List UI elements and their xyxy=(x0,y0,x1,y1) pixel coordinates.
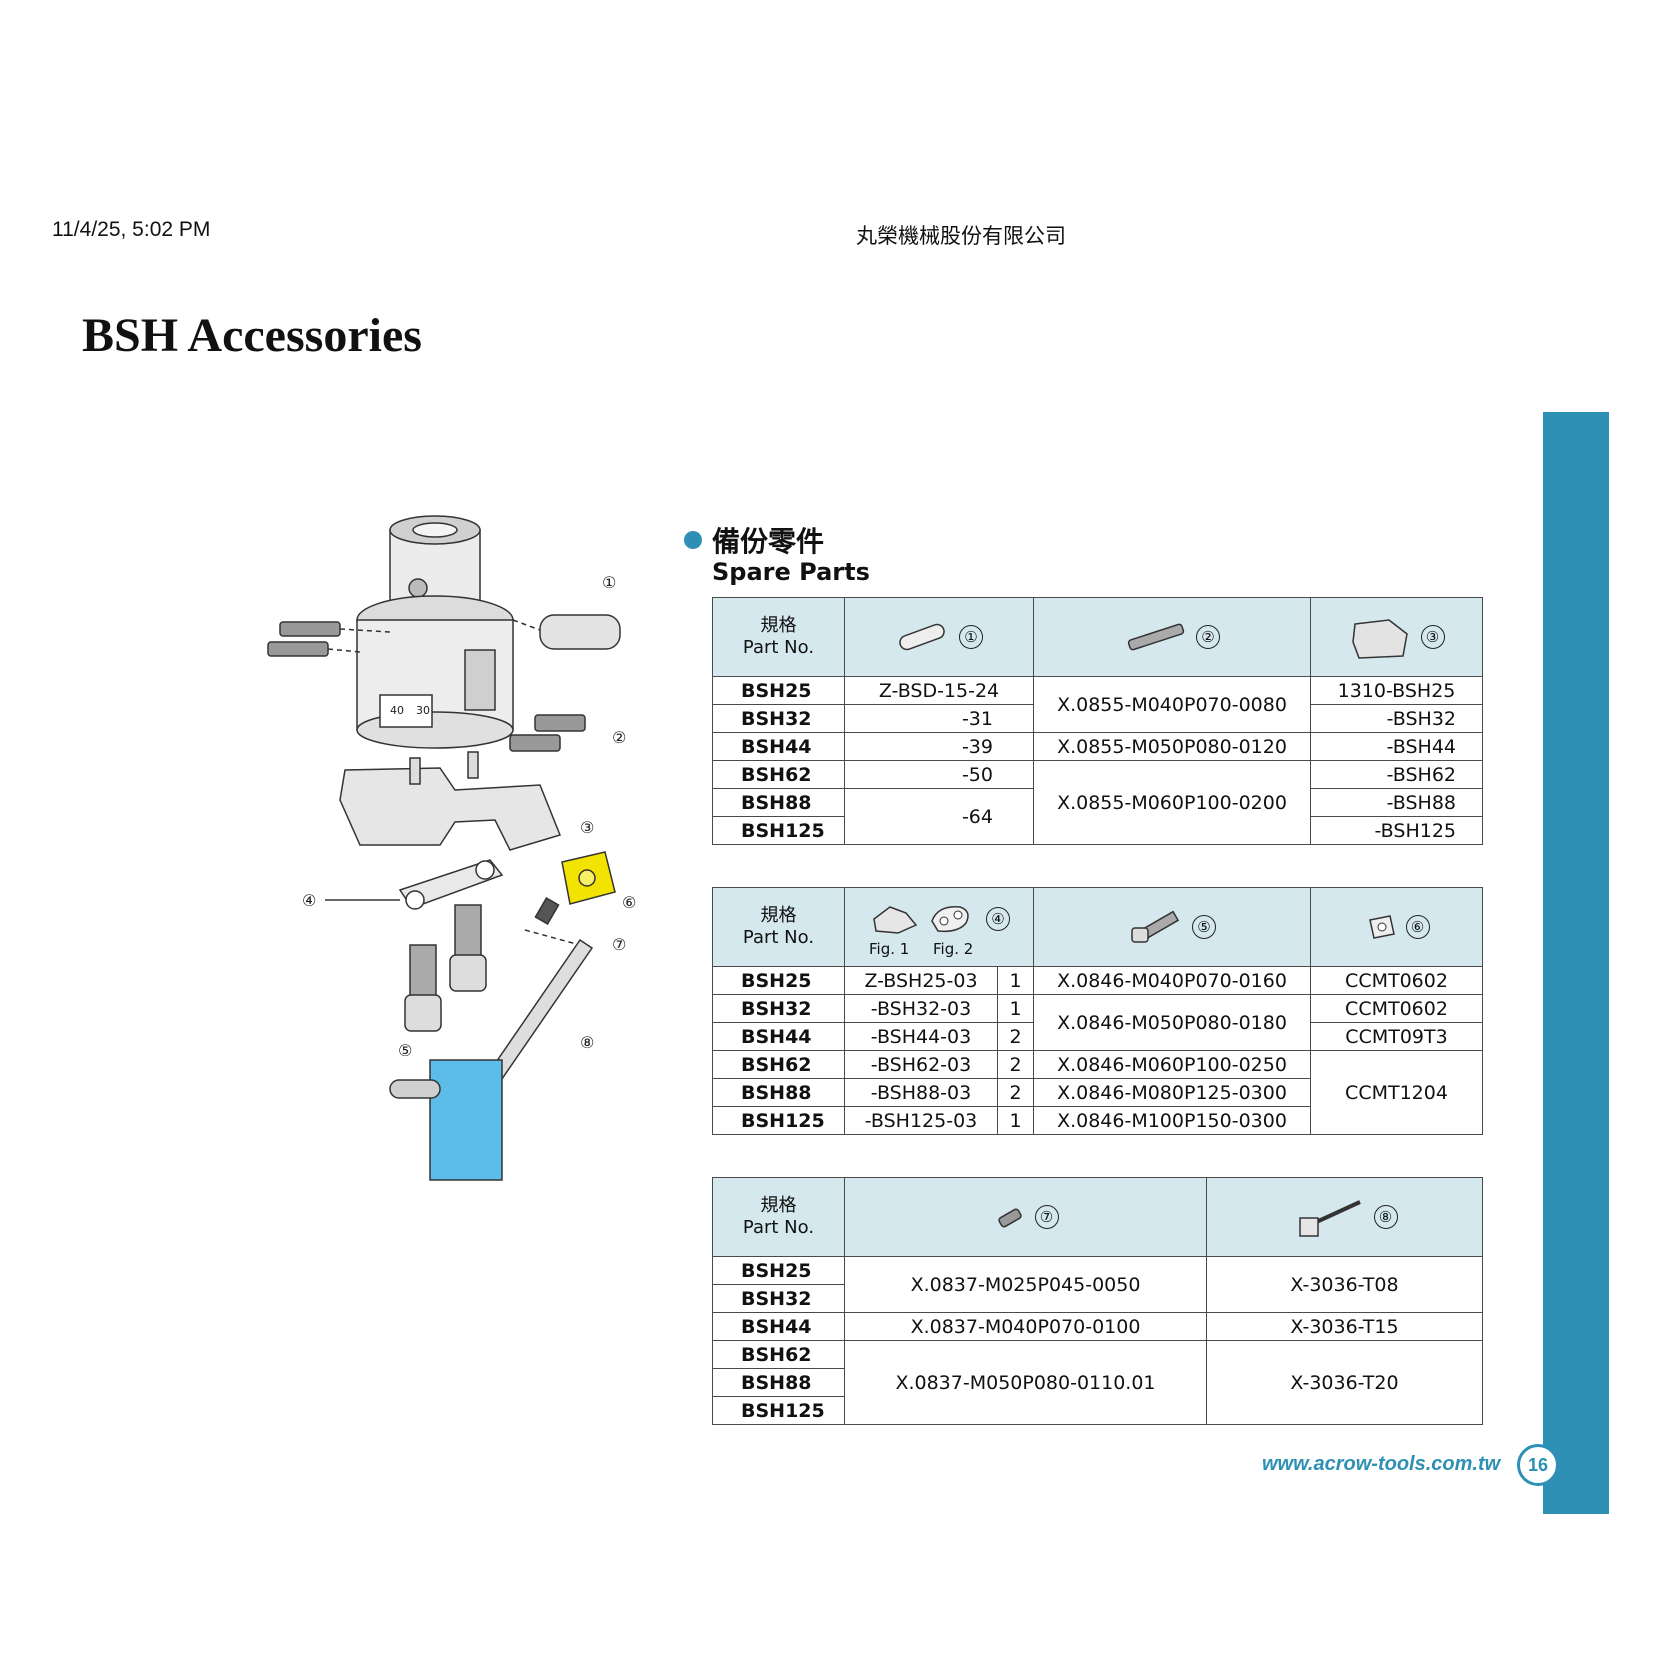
section-title-zh: 備份零件 xyxy=(712,525,825,558)
table-row: BSH32 -31 -BSH32 xyxy=(712,704,1483,733)
spring-screws-left xyxy=(267,621,341,657)
callout-3: ③ xyxy=(580,818,594,837)
callout-7-header: ⑦ xyxy=(1034,1205,1059,1229)
website-link[interactable]: www.acrow-tools.com.tw xyxy=(1262,1453,1501,1475)
callout-1-header: ① xyxy=(959,625,983,649)
screw-icon xyxy=(899,623,945,651)
cap-screws xyxy=(404,904,487,1032)
exploded-drawing: 40 30 xyxy=(267,515,636,1181)
table-row: BSH88 -BSH88-03 2 X.0846-M080P125-0300 xyxy=(712,1078,1483,1107)
spring-icon xyxy=(1127,623,1185,651)
fig-1-label: Fig. 1 xyxy=(869,940,910,958)
boring-head-body: 40 30 xyxy=(356,595,514,749)
insert-part xyxy=(561,851,616,905)
callout-7: ⑦ xyxy=(612,935,626,954)
callout-4: ④ xyxy=(302,891,316,910)
table-row: BSH32 xyxy=(712,1284,1483,1313)
torx-key-part xyxy=(389,938,594,1181)
cap-screw-icon xyxy=(1131,910,1180,943)
table-row: BSH125 -BSH125-03 1 X.0846-M100P150-0300 xyxy=(712,1106,1483,1135)
callout-1: ① xyxy=(602,573,616,592)
shim-plate-icon xyxy=(873,906,969,934)
table-row: BSH62 -50 X.0855-M060P100-0200 -BSH62 xyxy=(712,760,1483,845)
pin-part xyxy=(539,614,621,650)
table-row: BSH25 Z-BSD-15-24 X.0855-M040P070-0080 1… xyxy=(712,676,1483,733)
table-row: BSH25 X.0837-M025P045-0050 X-3036-T08 xyxy=(712,1256,1483,1313)
torx-key-icon xyxy=(1298,1200,1361,1237)
page-number-badge: 16 xyxy=(1517,1444,1559,1486)
shim-plate-part xyxy=(398,859,504,910)
section-title-en: Spare Parts xyxy=(712,558,870,586)
insert-screw-part xyxy=(534,896,560,926)
table-row: BSH88 -64 -BSH88 xyxy=(712,788,1483,845)
insert-icon xyxy=(1368,915,1395,939)
table-row: BSH62 X.0837-M050P080-0110.01 X-3036-T20 xyxy=(712,1340,1483,1425)
table-row: BSH44 X.0837-M040P070-0100 X-3036-T15 xyxy=(712,1312,1483,1341)
callout-5-header: ⑤ xyxy=(1192,915,1216,939)
page-title: BSH Accessories xyxy=(82,309,422,362)
seat-icon xyxy=(1351,619,1408,659)
fig-2-label: Fig. 2 xyxy=(933,940,974,958)
callout-2-header: ② xyxy=(1196,625,1220,649)
scale-40-label: 40 xyxy=(390,704,404,717)
insert-screw-icon xyxy=(997,1208,1022,1228)
callout-2: ② xyxy=(612,728,626,747)
callout-3-header: ③ xyxy=(1420,625,1445,649)
scale-30-label: 30 xyxy=(416,704,430,717)
callout-4-header: ④ xyxy=(986,907,1010,931)
table-row: BSH125 xyxy=(712,1396,1483,1425)
callout-8-header: ⑧ xyxy=(1373,1205,1398,1229)
table-row: BSH62 -BSH62-03 2 X.0846-M060P100-0250 C… xyxy=(712,1050,1483,1135)
table-row: BSH125 -BSH125 xyxy=(712,816,1483,845)
callout-6-header: ⑥ xyxy=(1405,915,1430,939)
table-row: BSH25 Z-BSH25-03 1 X.0846-M040P070-0160 … xyxy=(712,966,1483,995)
table-row: BSH88 xyxy=(712,1368,1483,1397)
print-date: 11/4/25, 5:02 PM xyxy=(52,218,211,241)
callout-8: ⑧ xyxy=(580,1033,594,1052)
table-row: BSH44 -39 X.0855-M050P080-0120 -BSH44 xyxy=(712,732,1483,761)
callout-5: ⑤ xyxy=(398,1041,412,1060)
table-row: BSH32 -BSH32-03 1 X.0846-M050P080-0180 C… xyxy=(712,994,1483,1051)
table-row: BSH44 -BSH44-03 2 CCMT09T3 xyxy=(712,1022,1483,1051)
spring-screws-right xyxy=(509,714,586,752)
company-name: 丸榮機械股份有限公司 xyxy=(856,224,1066,248)
section-bullet xyxy=(684,531,702,549)
side-band xyxy=(1543,412,1609,1514)
seat-part xyxy=(339,751,562,851)
callout-6: ⑥ xyxy=(622,893,636,912)
